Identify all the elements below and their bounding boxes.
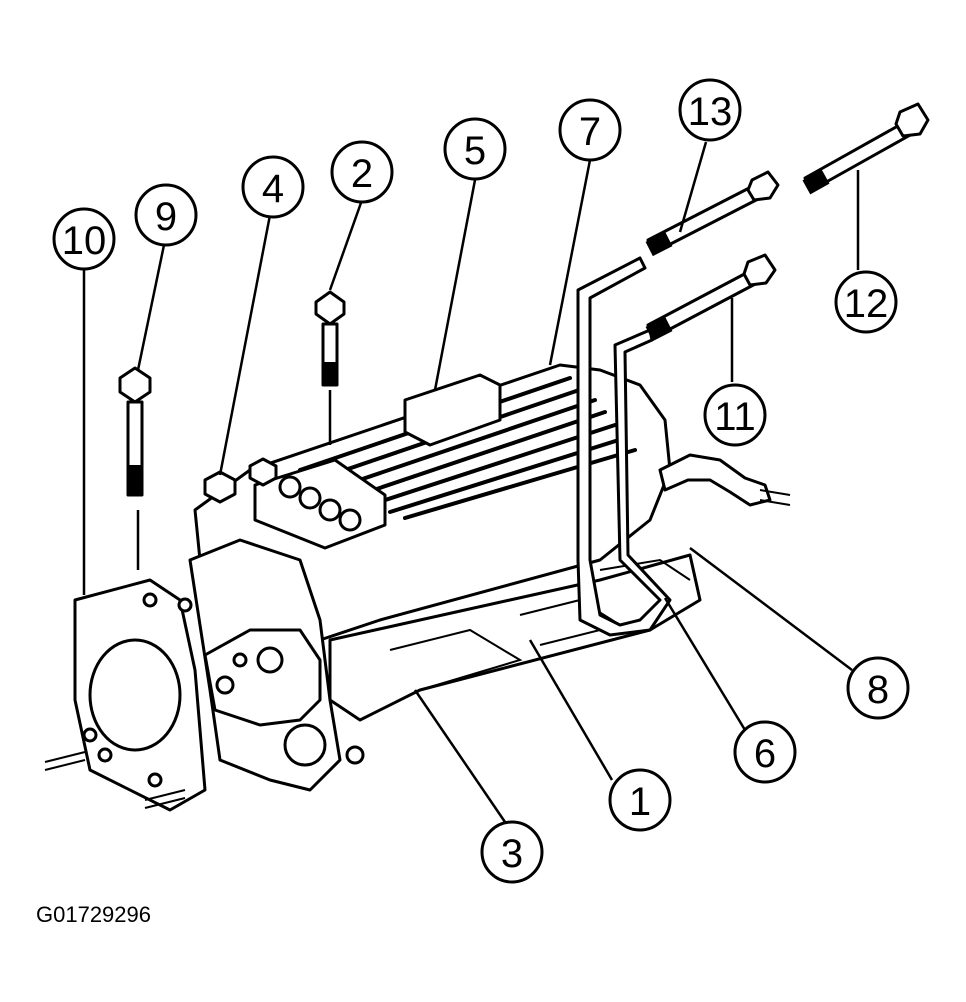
callout-3-label: 3 xyxy=(501,832,523,876)
leader-3 xyxy=(413,689,507,823)
callout-12-label: 12 xyxy=(844,282,889,326)
leader-lines xyxy=(82,141,860,823)
callout-8-label: 8 xyxy=(867,668,889,712)
callout-13-label: 13 xyxy=(688,90,733,134)
figure-id: G01729296 xyxy=(36,902,151,927)
intake-manifold-assembly xyxy=(44,102,930,812)
leader-2 xyxy=(328,199,364,291)
plenum-nuts xyxy=(203,457,278,504)
throttle-body xyxy=(188,538,365,792)
leader-1 xyxy=(528,639,614,781)
leader-13 xyxy=(678,141,708,233)
callout-2: 2 xyxy=(330,140,394,204)
leader-5 xyxy=(433,179,477,391)
callout-4-label: 4 xyxy=(262,167,284,211)
bolt-12 xyxy=(802,102,930,195)
callout-2-label: 2 xyxy=(351,152,373,196)
callout-9: 9 xyxy=(134,183,198,247)
callout-7: 7 xyxy=(558,98,622,162)
callout-10: 10 xyxy=(52,207,116,271)
bolt-13 xyxy=(645,170,780,257)
callout-6-label: 6 xyxy=(754,732,776,776)
vacuum-hose xyxy=(658,453,791,507)
leader-9 xyxy=(136,244,166,371)
callout-12: 12 xyxy=(834,270,898,334)
support-frame xyxy=(576,256,672,637)
leader-7 xyxy=(548,159,592,366)
callout-7-label: 7 xyxy=(579,110,601,154)
leader-8 xyxy=(689,547,853,671)
top-bracket xyxy=(403,373,502,447)
callout-9-label: 9 xyxy=(155,195,177,239)
callout-6: 6 xyxy=(733,720,797,784)
callout-1: 1 xyxy=(608,768,672,832)
bolt-9 xyxy=(118,366,152,497)
callout-3: 3 xyxy=(480,820,544,884)
bolt-2 xyxy=(314,290,346,387)
callout-10-label: 10 xyxy=(62,219,107,263)
gasket xyxy=(44,578,207,812)
plenum-ribs xyxy=(298,376,637,520)
callout-8: 8 xyxy=(846,656,910,720)
leader-6 xyxy=(663,597,747,731)
callout-13: 13 xyxy=(678,78,742,142)
callout-4: 4 xyxy=(241,155,305,219)
callout-1-label: 1 xyxy=(629,780,651,824)
callout-5: 5 xyxy=(443,117,507,181)
bolt-11 xyxy=(645,253,777,342)
injector-cluster xyxy=(253,458,387,550)
callout-11-label: 11 xyxy=(714,395,756,439)
callout-11: 11 xyxy=(703,383,767,447)
callout-5-label: 5 xyxy=(464,129,486,173)
leader-4 xyxy=(218,214,272,476)
